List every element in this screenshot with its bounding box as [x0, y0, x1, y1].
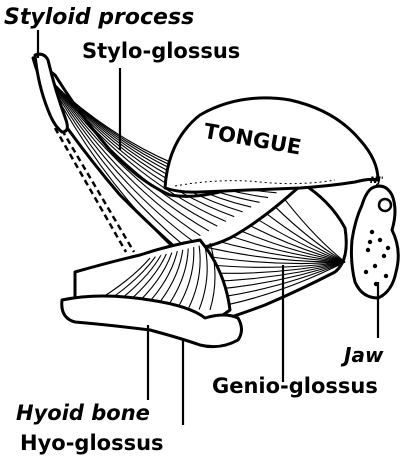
- label-styloid-process: Styloid process: [4, 5, 194, 30]
- jaw-bone: [351, 186, 398, 298]
- label-stylo-glossus: Stylo-glossus: [82, 39, 240, 63]
- jaw-dot: [384, 274, 388, 278]
- jaw-dot: [386, 246, 390, 250]
- jaw-dot: [366, 248, 370, 252]
- jaw-dot: [382, 254, 386, 258]
- jaw-dot: [378, 238, 382, 242]
- jaw-dot: [370, 230, 374, 234]
- label-hyo-glossus: Hyo-glossus: [20, 431, 164, 455]
- label-artist-mark: NJ': [370, 176, 384, 186]
- jaw-dot: [364, 270, 368, 274]
- jaw-dot: [368, 240, 372, 244]
- jaw-dot: [373, 264, 377, 268]
- label-hyoid-bone: Hyoid bone: [16, 401, 150, 425]
- label-genio-glossus: Genio-glossus: [212, 374, 378, 398]
- label-jaw: Jaw: [340, 343, 384, 367]
